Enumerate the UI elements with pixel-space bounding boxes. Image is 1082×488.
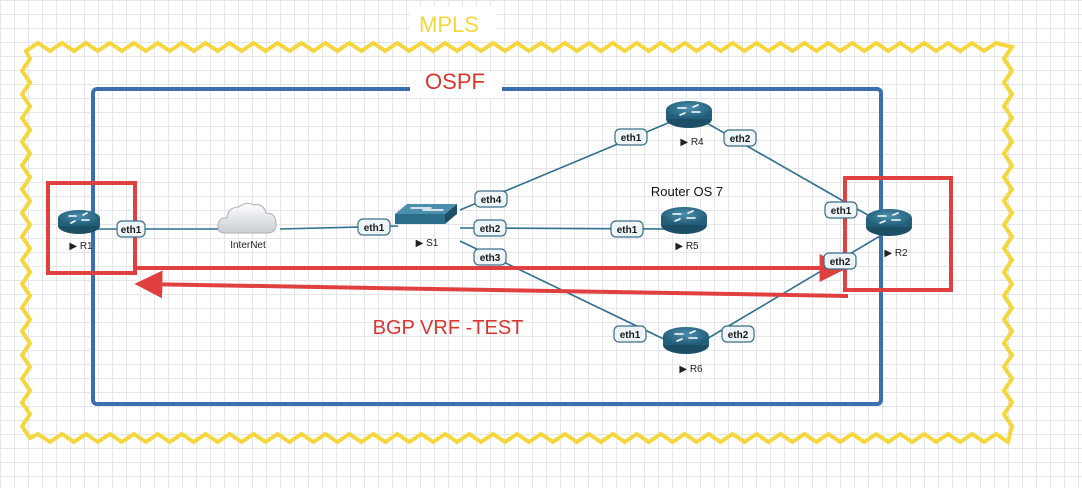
mpls-zone: MPLS (19, 6, 1016, 446)
ospf-zone-border (91, 87, 883, 406)
node-label-r4: ▶ R4 (680, 137, 704, 148)
router-icon (663, 327, 709, 354)
router-r1[interactable]: ▶ R1 (58, 210, 100, 252)
r2-highlight-box (843, 176, 953, 292)
switch-icon (395, 204, 457, 224)
router-icon (58, 210, 100, 234)
node-label-r1: ▶ R1 (69, 241, 93, 252)
node-label-s1: ▶ S1 (416, 238, 439, 249)
port-label[interactable]: eth4 (474, 190, 508, 208)
svg-text:eth4: eth4 (481, 195, 502, 206)
svg-text:eth1: eth1 (364, 223, 385, 234)
svg-text:eth1: eth1 (621, 133, 642, 144)
svg-text:eth3: eth3 (480, 253, 501, 264)
bgp-vrf-arrows (134, 254, 849, 299)
svg-text:eth2: eth2 (728, 330, 749, 341)
node-label-r5: ▶ R5 (675, 241, 699, 252)
port-label[interactable]: eth2 (723, 129, 757, 147)
port-label[interactable]: eth1 (116, 220, 146, 238)
mpls-zone-title: MPLS (419, 12, 479, 37)
svg-text:eth1: eth1 (617, 225, 638, 236)
router-os-note: Router OS 7 (651, 184, 723, 199)
router-r2[interactable]: ▶ R2 (866, 209, 912, 259)
node-label-r2: ▶ R2 (884, 248, 908, 259)
port-label[interactable]: eth1 (613, 325, 647, 343)
port-label[interactable]: eth1 (357, 218, 391, 236)
node-label-r6: ▶ R6 (679, 364, 703, 375)
router-icon (866, 209, 912, 236)
port-label[interactable]: eth1 (614, 128, 648, 146)
port-label[interactable]: eth1 (824, 201, 858, 219)
bgp-arrow-r2-to-r1 (134, 270, 849, 299)
port-label[interactable]: eth1 (610, 220, 644, 238)
mpls-zone-border (19, 40, 1016, 446)
svg-text:eth1: eth1 (620, 330, 641, 341)
router-icon (661, 207, 707, 234)
port-label[interactable]: eth3 (473, 248, 507, 266)
port-label[interactable]: eth2 (473, 219, 507, 237)
ospf-zone: OSPF (91, 69, 883, 406)
router-r5[interactable]: ▶ R5 (661, 207, 707, 252)
router-r6[interactable]: ▶ R6 (663, 327, 709, 375)
router-icon (666, 101, 712, 128)
port-label[interactable]: eth2 (823, 252, 857, 270)
switch-s1[interactable]: ▶ S1 (395, 204, 457, 249)
cloud-icon (217, 202, 277, 234)
svg-text:eth2: eth2 (480, 224, 501, 235)
router-r4[interactable]: ▶ R4 (666, 101, 712, 148)
cloud-internet[interactable]: InterNet (217, 202, 277, 251)
svg-text:eth2: eth2 (830, 257, 851, 268)
svg-text:eth2: eth2 (730, 134, 751, 145)
node-label-internet: InterNet (230, 240, 266, 251)
port-labels: eth1 eth1 eth4 eth2 eth3 eth1 eth2 eth1 (116, 128, 858, 343)
svg-text:eth1: eth1 (831, 206, 852, 217)
port-label[interactable]: eth2 (721, 325, 755, 343)
svg-text:eth1: eth1 (121, 225, 142, 236)
bgp-vrf-label: BGP VRF -TEST (373, 317, 524, 339)
ospf-zone-title: OSPF (425, 69, 485, 94)
